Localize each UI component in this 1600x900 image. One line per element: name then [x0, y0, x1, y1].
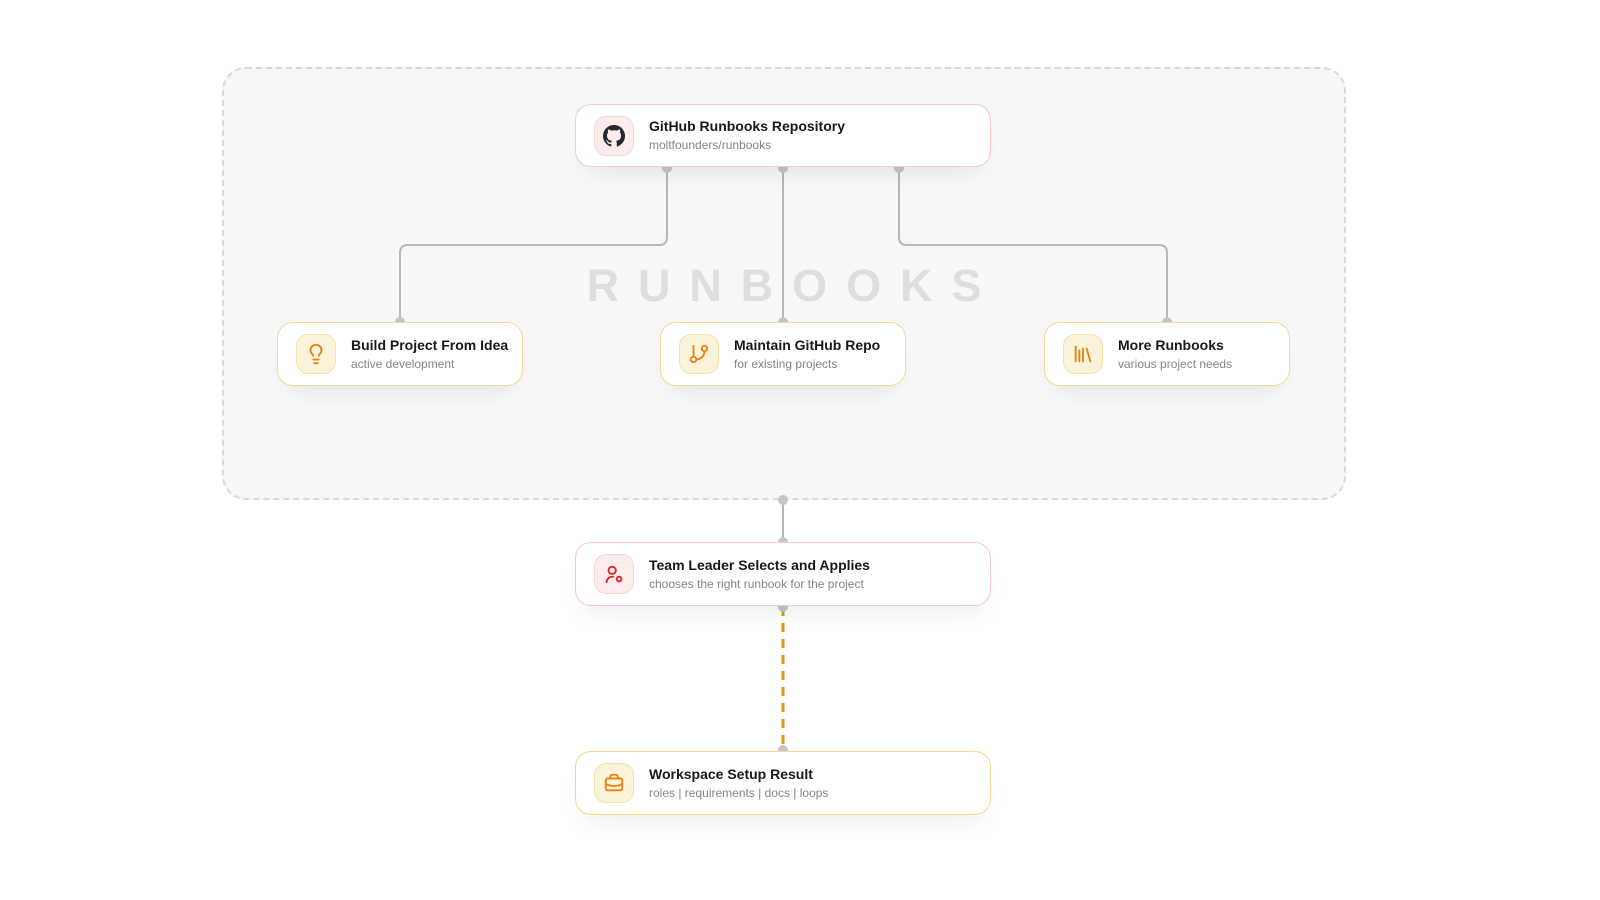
node-title: Workspace Setup Result — [649, 765, 813, 782]
node-maintain-github-repo[interactable]: Maintain GitHub Repo for existing projec… — [660, 322, 906, 386]
node-title: Build Project From Idea — [351, 336, 509, 353]
github-icon — [594, 115, 634, 156]
node-more-runbooks[interactable]: More Runbooks various project needs — [1044, 322, 1290, 386]
node-workspace-setup-result[interactable]: Workspace Setup Result roles | requireme… — [575, 751, 991, 815]
node-subtitle: for existing projects — [734, 356, 838, 371]
node-title: GitHub Runbooks Repository — [649, 118, 845, 134]
node-subtitle: moltfounders/runbooks — [649, 138, 772, 152]
user-cog-icon — [594, 554, 634, 594]
node-team-leader-selects-and-applies[interactable]: Team Leader Selects and Applies chooses … — [575, 542, 991, 606]
node-github-runbooks-repository[interactable]: GitHub Runbooks Repository moltfounders/… — [575, 104, 991, 167]
node-build-project-from-idea[interactable]: Build Project From Idea active developme… — [277, 322, 523, 386]
library-icon — [1063, 334, 1103, 374]
node-title: Maintain GitHub Repo — [734, 336, 881, 353]
lightbulb-icon — [296, 334, 336, 374]
node-subtitle: various project needs — [1118, 356, 1233, 371]
node-subtitle: roles | requirements | docs | loops — [649, 785, 829, 800]
git-branch-icon — [679, 334, 719, 374]
node-subtitle: chooses the right runbook for the projec… — [649, 576, 864, 591]
node-title: Team Leader Selects and Applies — [649, 556, 870, 573]
briefcase-icon — [594, 763, 634, 803]
node-title: More Runbooks — [1118, 336, 1224, 353]
node-subtitle: active development — [351, 356, 455, 371]
